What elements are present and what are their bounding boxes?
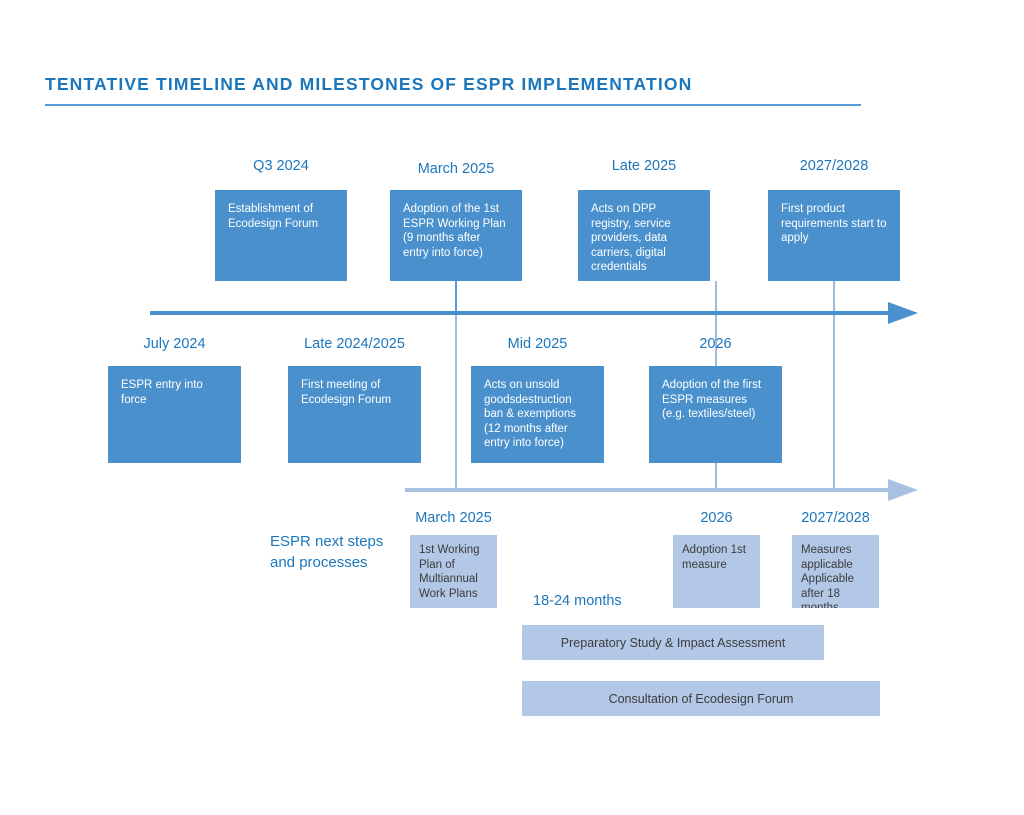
date-label-2026-upper: 2026 <box>699 336 732 352</box>
connector-line-2026-upper <box>715 281 717 312</box>
milestone-box-first-forum-meeting: First meeting of Ecodesign Forum <box>288 366 421 463</box>
timeline-arrow-upper <box>150 302 918 324</box>
date-label-mid-2025: Mid 2025 <box>507 336 568 352</box>
connector-line-2027-2028 <box>833 281 835 489</box>
process-box-adoption-first-measure: Adoption 1st measure <box>673 535 760 608</box>
connector-line-2026-mid <box>715 312 717 366</box>
milestone-box-dpp-acts: Acts on DPP registry, service providers,… <box>578 190 710 281</box>
timeline-arrow-lower <box>405 479 918 501</box>
date-label-late-2025: Late 2025 <box>611 158 677 174</box>
process-bar-consultation-ecodesign-forum: Consultation of Ecodesign Forum <box>522 681 880 716</box>
date-label-2027-2028-lower: 2027/2028 <box>801 510 870 526</box>
milestone-box-first-product-requirements: First product requirements start to appl… <box>768 190 900 281</box>
date-label-july-2024: July 2024 <box>143 336 206 352</box>
date-label-2026-lower: 2026 <box>700 510 733 526</box>
page-title: TENTATIVE TIMELINE AND MILESTONES OF ESP… <box>45 74 693 94</box>
milestone-box-espr-entry-into-force: ESPR entry into force <box>108 366 241 463</box>
process-box-multiannual-work-plans: 1st Working Plan of Multiannual Work Pla… <box>410 535 497 608</box>
process-bar-preparatory-study: Preparatory Study & Impact Assessment <box>522 625 824 660</box>
title-divider <box>45 104 861 106</box>
milestone-box-first-working-plan: Adoption of the 1st ESPR Working Plan (9… <box>390 190 522 281</box>
milestone-box-ecodesign-forum-establishment: Establishment of Ecodesign Forum <box>215 190 347 281</box>
date-label-march-2025-upper: March 2025 <box>417 161 495 177</box>
connector-line-march-2025 <box>455 281 457 312</box>
date-label-late-2024-2025: Late 2024/2025 <box>304 336 405 352</box>
duration-label-18-24-months: 18-24 months <box>533 593 622 609</box>
connector-line-2026-lower <box>715 463 717 489</box>
process-box-measures-applicable: Measures applicable Applicable after 18 … <box>792 535 879 608</box>
milestone-box-unsold-goods-acts: Acts on unsold goodsdestruction ban & ex… <box>471 366 604 463</box>
date-label-2027-2028-upper: 2027/2028 <box>799 158 869 174</box>
lower-track-caption: ESPR next steps and processes <box>270 533 384 572</box>
connector-line-march-2025-lower <box>455 312 457 489</box>
date-label-q3-2024: Q3 2024 <box>253 158 309 174</box>
milestone-box-first-espr-measures: Adoption of the first ESPR measures (e.g… <box>649 366 782 463</box>
date-label-march-2025-lower: March 2025 <box>415 510 492 526</box>
